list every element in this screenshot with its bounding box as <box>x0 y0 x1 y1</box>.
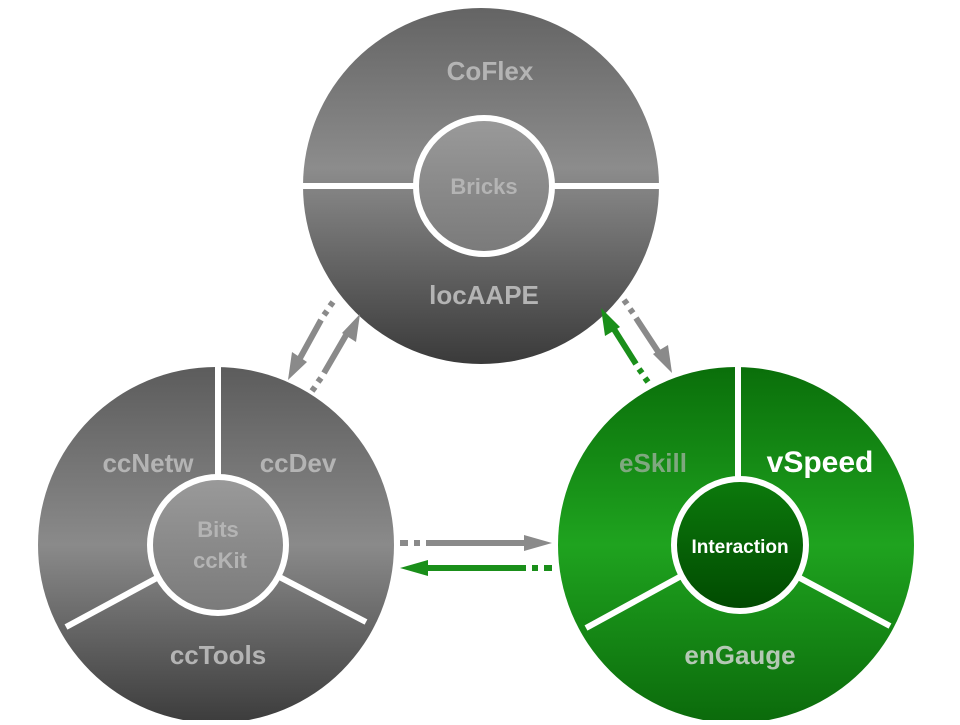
arrow-dash <box>621 298 630 306</box>
arrow-head <box>288 352 307 380</box>
left-core-label-line2: ccKit <box>193 548 247 573</box>
right-segment-right-label: vSpeed <box>767 446 874 479</box>
right-segment-bottom-label: enGauge <box>684 640 795 670</box>
top-core-label: Bricks <box>450 174 517 199</box>
arrow-dash <box>636 367 645 375</box>
right-core-label: Interaction <box>691 537 788 558</box>
arrow-dash <box>642 376 651 384</box>
top-upper-label: CoFlex <box>447 56 534 86</box>
arrow-head <box>342 314 360 342</box>
left-segment-right-label: ccDev <box>260 448 337 478</box>
left-component-circle: ccNetw ccDev ccTools Bits ccKit <box>38 366 394 723</box>
left-core-circle <box>147 474 289 616</box>
arrow-shaft <box>296 318 324 362</box>
arrow-dash <box>315 376 324 384</box>
arrow-shaft <box>321 328 352 375</box>
arrow-right-to-left <box>400 560 552 576</box>
right-core-circle <box>671 476 809 614</box>
arrow-head <box>524 535 552 551</box>
arrow-left-to-right <box>400 535 552 551</box>
left-segment-bottom-label: ccTools <box>170 640 266 670</box>
right-segment-left-label: eSkill <box>619 448 687 478</box>
arrow-shaft <box>633 316 664 358</box>
top-component-circle: CoFlex Bricks locAAPE <box>303 8 659 364</box>
top-core-circle <box>413 115 555 257</box>
arrow-head <box>601 308 620 336</box>
left-core-label-line1: Bits <box>197 517 239 542</box>
arrow-top-to-right <box>621 298 672 373</box>
arrow-left-to-top <box>309 314 360 393</box>
arrow-head <box>653 345 672 373</box>
arrow-head <box>400 560 428 576</box>
right-component-circle: eSkill vSpeed enGauge Interaction <box>558 366 914 723</box>
arrow-shaft <box>609 324 639 366</box>
arrow-right-to-top <box>601 308 651 384</box>
left-segment-left-label: ccNetw <box>102 448 194 478</box>
arrow-dash <box>321 309 330 317</box>
arrow-dash <box>627 307 636 315</box>
arrow-dash <box>309 385 318 393</box>
arrow-dash <box>327 300 336 308</box>
arrow-top-to-left <box>288 300 336 380</box>
top-lower-label: locAAPE <box>429 280 539 310</box>
